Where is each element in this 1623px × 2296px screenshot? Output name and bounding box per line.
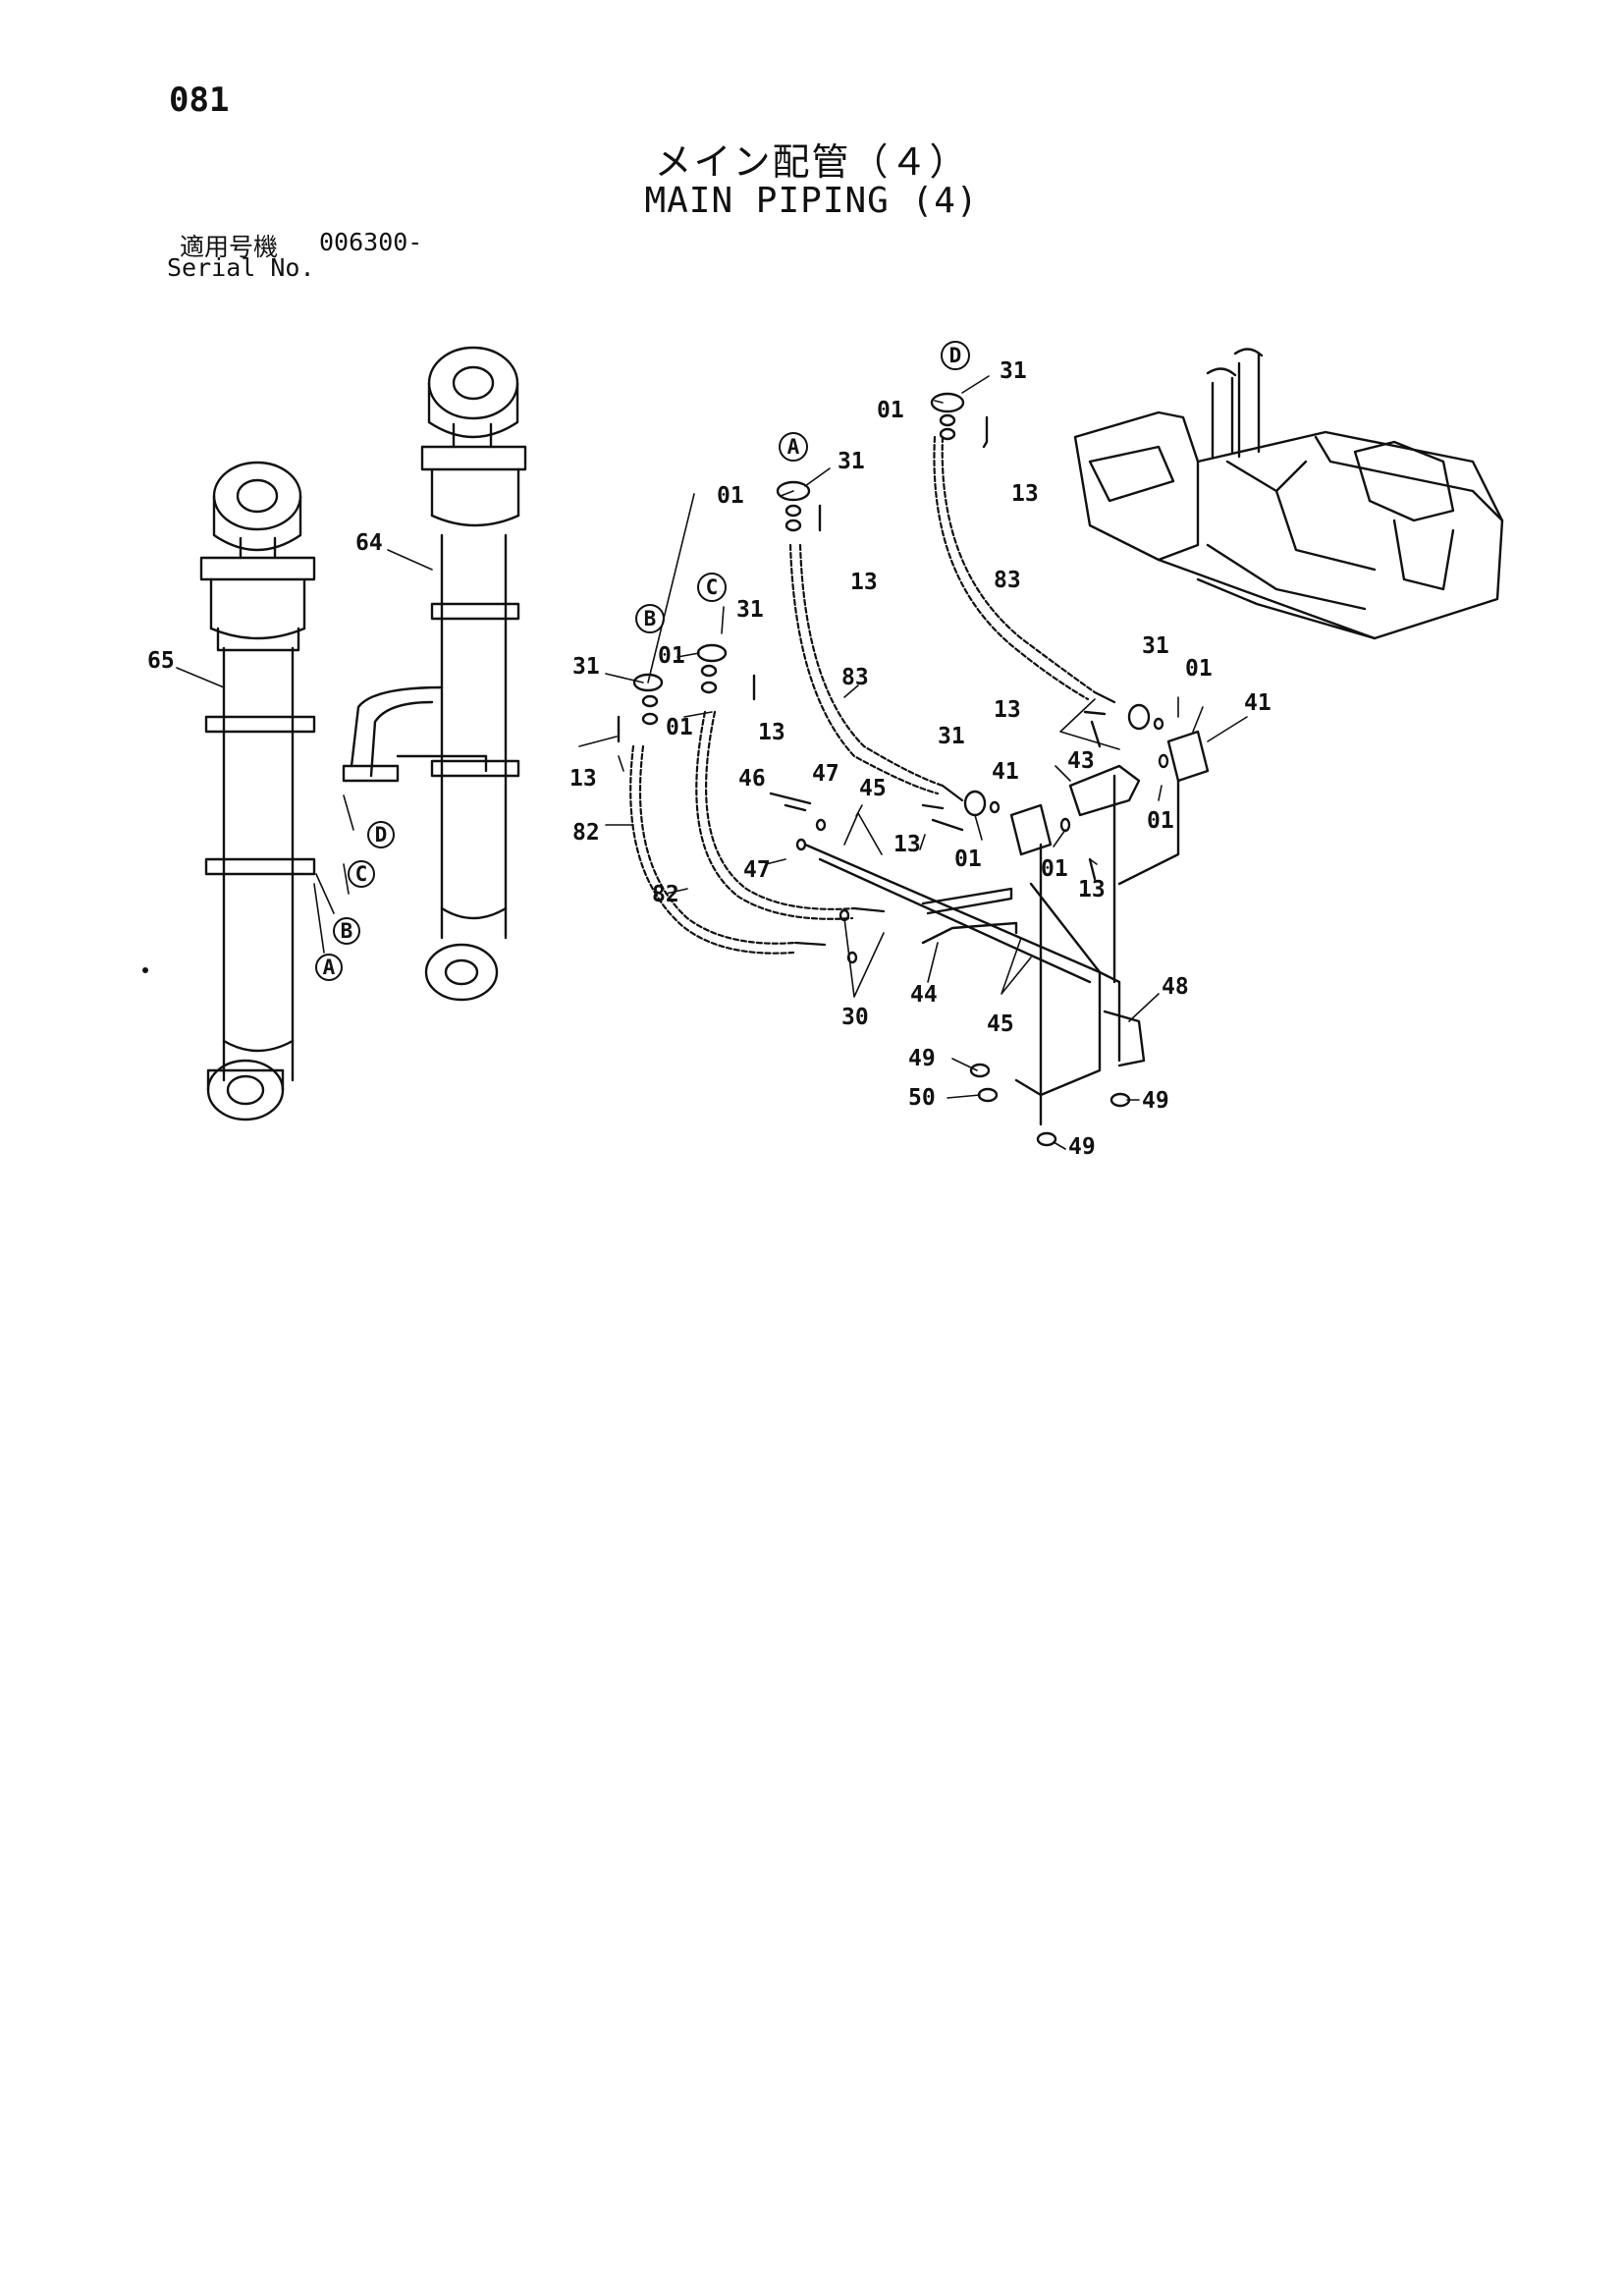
part-callout-13: 13 bbox=[1078, 877, 1106, 902]
left-cylinder-drawing bbox=[199, 461, 316, 1121]
part-callout-31: 31 bbox=[736, 597, 764, 623]
part-callout-01: 01 bbox=[1041, 856, 1068, 882]
page-title-english: MAIN PIPING (4) bbox=[644, 181, 979, 221]
part-callout-49: 49 bbox=[1068, 1134, 1096, 1160]
part-callout-01: 01 bbox=[717, 483, 744, 509]
part-callout-49: 49 bbox=[1142, 1088, 1169, 1114]
letter-c-top: C bbox=[706, 575, 719, 599]
reference-letter-circles bbox=[315, 341, 970, 981]
part-callout-45: 45 bbox=[987, 1011, 1014, 1037]
part-callout-47: 47 bbox=[812, 761, 839, 787]
part-callout-31: 31 bbox=[572, 654, 600, 680]
part-callout-01: 01 bbox=[1185, 656, 1213, 682]
bracket-drawings bbox=[803, 730, 1210, 1126]
excavator-overview-drawing bbox=[1073, 348, 1504, 640]
part-callout-64: 64 bbox=[355, 530, 383, 556]
part-callout-01: 01 bbox=[658, 643, 685, 669]
part-callout-45: 45 bbox=[859, 776, 887, 801]
part-callout-41: 41 bbox=[992, 759, 1019, 785]
part-callout-01: 01 bbox=[1147, 808, 1174, 834]
part-callout-82: 82 bbox=[652, 882, 679, 907]
letter-d-top: D bbox=[949, 344, 962, 367]
part-callout-65: 65 bbox=[147, 648, 175, 674]
part-callout-31: 31 bbox=[1000, 358, 1027, 384]
letter-c-cylinder: C bbox=[355, 862, 368, 886]
part-callout-47: 47 bbox=[743, 857, 771, 883]
part-callout-50: 50 bbox=[908, 1085, 936, 1111]
part-callout-13: 13 bbox=[893, 832, 921, 857]
letter-a-cylinder: A bbox=[323, 956, 336, 979]
part-callout-31: 31 bbox=[938, 724, 965, 749]
part-callout-01: 01 bbox=[877, 398, 904, 423]
part-callout-83: 83 bbox=[841, 665, 869, 690]
serial-label-japanese: 適用号機 bbox=[180, 233, 279, 261]
right-cylinder-drawing bbox=[342, 346, 527, 1002]
serial-number-value: 006300- bbox=[319, 228, 423, 256]
part-callout-82: 82 bbox=[572, 820, 600, 846]
part-callout-31: 31 bbox=[838, 449, 865, 474]
part-callout-43: 43 bbox=[1067, 748, 1095, 774]
part-callout-13: 13 bbox=[994, 697, 1021, 723]
serial-label-english: Serial No. bbox=[167, 253, 315, 282]
part-callout-13: 13 bbox=[1011, 481, 1039, 507]
part-callout-13: 13 bbox=[569, 766, 597, 792]
part-callout-30: 30 bbox=[841, 1005, 869, 1030]
stray-dot bbox=[142, 967, 148, 973]
part-callout-83: 83 bbox=[994, 568, 1021, 593]
part-callout-41: 41 bbox=[1244, 690, 1271, 716]
letter-a-top: A bbox=[787, 435, 800, 459]
page-number: 081 bbox=[169, 81, 230, 120]
part-callout-48: 48 bbox=[1162, 974, 1189, 1000]
part-callout-13: 13 bbox=[850, 570, 878, 595]
part-callout-31: 31 bbox=[1142, 633, 1169, 659]
leader-lines bbox=[176, 375, 1248, 1150]
letter-b-cylinder: B bbox=[341, 919, 353, 943]
part-callout-13: 13 bbox=[758, 720, 785, 745]
part-callout-01: 01 bbox=[954, 847, 982, 872]
page-title-japanese: メイン配管（４） bbox=[654, 140, 969, 184]
part-callout-46: 46 bbox=[738, 766, 766, 792]
part-callout-01: 01 bbox=[666, 715, 693, 740]
part-callout-44: 44 bbox=[910, 982, 938, 1008]
letter-d-cylinder: D bbox=[375, 823, 388, 847]
part-callout-49: 49 bbox=[908, 1046, 936, 1071]
hose-drawings bbox=[629, 435, 1116, 955]
letter-b-top: B bbox=[644, 607, 657, 630]
